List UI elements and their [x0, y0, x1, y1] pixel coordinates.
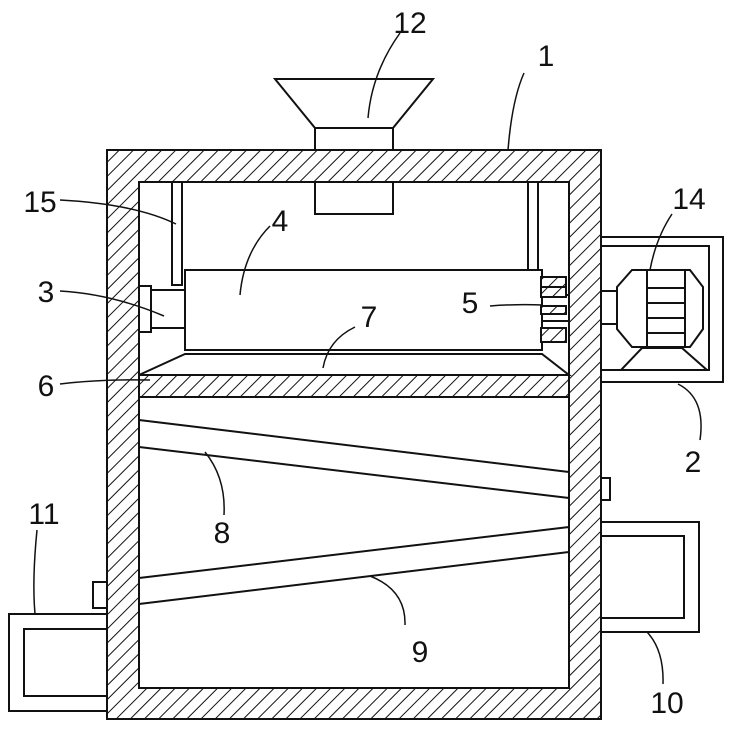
label-5: 5 [462, 287, 479, 320]
upper-sieve-plate [139, 420, 569, 498]
feed-hopper [275, 79, 433, 214]
label-8: 8 [214, 517, 231, 550]
label-1: 1 [538, 40, 555, 73]
label-6: 6 [38, 370, 55, 403]
label-7: 7 [361, 301, 378, 334]
label-2: 2 [685, 446, 702, 479]
lower-sieve-plate [139, 527, 569, 604]
partition-plate [139, 375, 569, 397]
label-15: 15 [23, 186, 56, 219]
shaft-coupling [541, 277, 569, 342]
left-collection-box [9, 614, 107, 711]
label-12: 12 [393, 7, 426, 40]
label-11: 11 [28, 498, 59, 531]
label-4: 4 [272, 205, 289, 238]
screen-tray [139, 354, 569, 375]
right-collection-box [601, 522, 699, 632]
left-outlet-nub [93, 582, 107, 608]
right-outlet-nub [601, 478, 610, 500]
motor-assembly [601, 237, 723, 382]
label-9: 9 [412, 636, 429, 669]
label-14: 14 [672, 183, 705, 216]
label-10: 10 [650, 687, 683, 720]
label-3: 3 [38, 276, 55, 309]
